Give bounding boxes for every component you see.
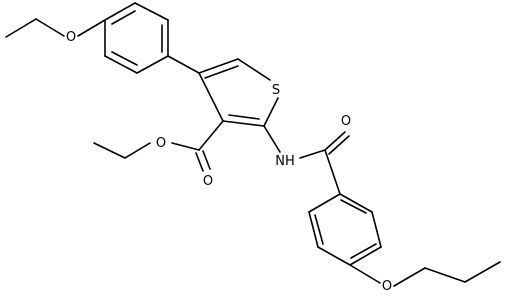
bond (263, 125, 281, 153)
ester-carbonyl-oxygen-label: O (203, 174, 213, 189)
bond (308, 211, 319, 248)
bond (104, 2, 136, 21)
bond (339, 193, 373, 213)
bond (308, 193, 341, 213)
bond (204, 65, 239, 79)
bond (340, 199, 367, 214)
bond (328, 135, 350, 155)
bond (77, 19, 106, 37)
bond (111, 10, 136, 25)
bond (350, 243, 377, 259)
ethyl-ester-group (93, 120, 224, 172)
phenyl-ring-upper (104, 2, 169, 74)
bond (104, 55, 138, 74)
bond (299, 149, 326, 159)
bond (317, 246, 351, 266)
bond (314, 214, 324, 245)
bond (349, 264, 381, 284)
bond (124, 142, 151, 159)
bond (263, 97, 279, 127)
bond (228, 114, 260, 120)
bond (349, 246, 382, 266)
phenyl-ring-lower (308, 193, 382, 266)
amide-group (263, 125, 350, 195)
bond (237, 58, 271, 81)
bond (167, 55, 200, 74)
thiophene-ring (198, 58, 279, 127)
propoxy-oxygen-label: O (382, 279, 392, 294)
bond (35, 18, 65, 37)
propoxy-group (349, 261, 501, 287)
bond (5, 18, 37, 38)
bond (393, 267, 426, 287)
ethoxy-oxygen-label: O (66, 30, 76, 45)
bond (111, 51, 138, 66)
bond (371, 211, 382, 248)
bond (324, 149, 341, 195)
bond (464, 261, 501, 283)
bond (136, 55, 169, 74)
bond (198, 120, 224, 151)
bond (195, 152, 204, 172)
bond (424, 267, 466, 283)
ester-ether-oxygen-label: O (156, 136, 166, 151)
bond (198, 58, 239, 74)
bond (222, 120, 265, 127)
bond (171, 142, 200, 151)
sulfur-label: S (272, 83, 280, 98)
amide-nh-label: NH (275, 154, 295, 169)
bond (93, 142, 126, 159)
amide-carbonyl-oxygen-label: O (341, 114, 351, 129)
bond (198, 72, 224, 122)
bond (134, 2, 169, 21)
ethoxy-group (5, 18, 106, 38)
bond (202, 150, 211, 170)
bond (324, 131, 346, 151)
